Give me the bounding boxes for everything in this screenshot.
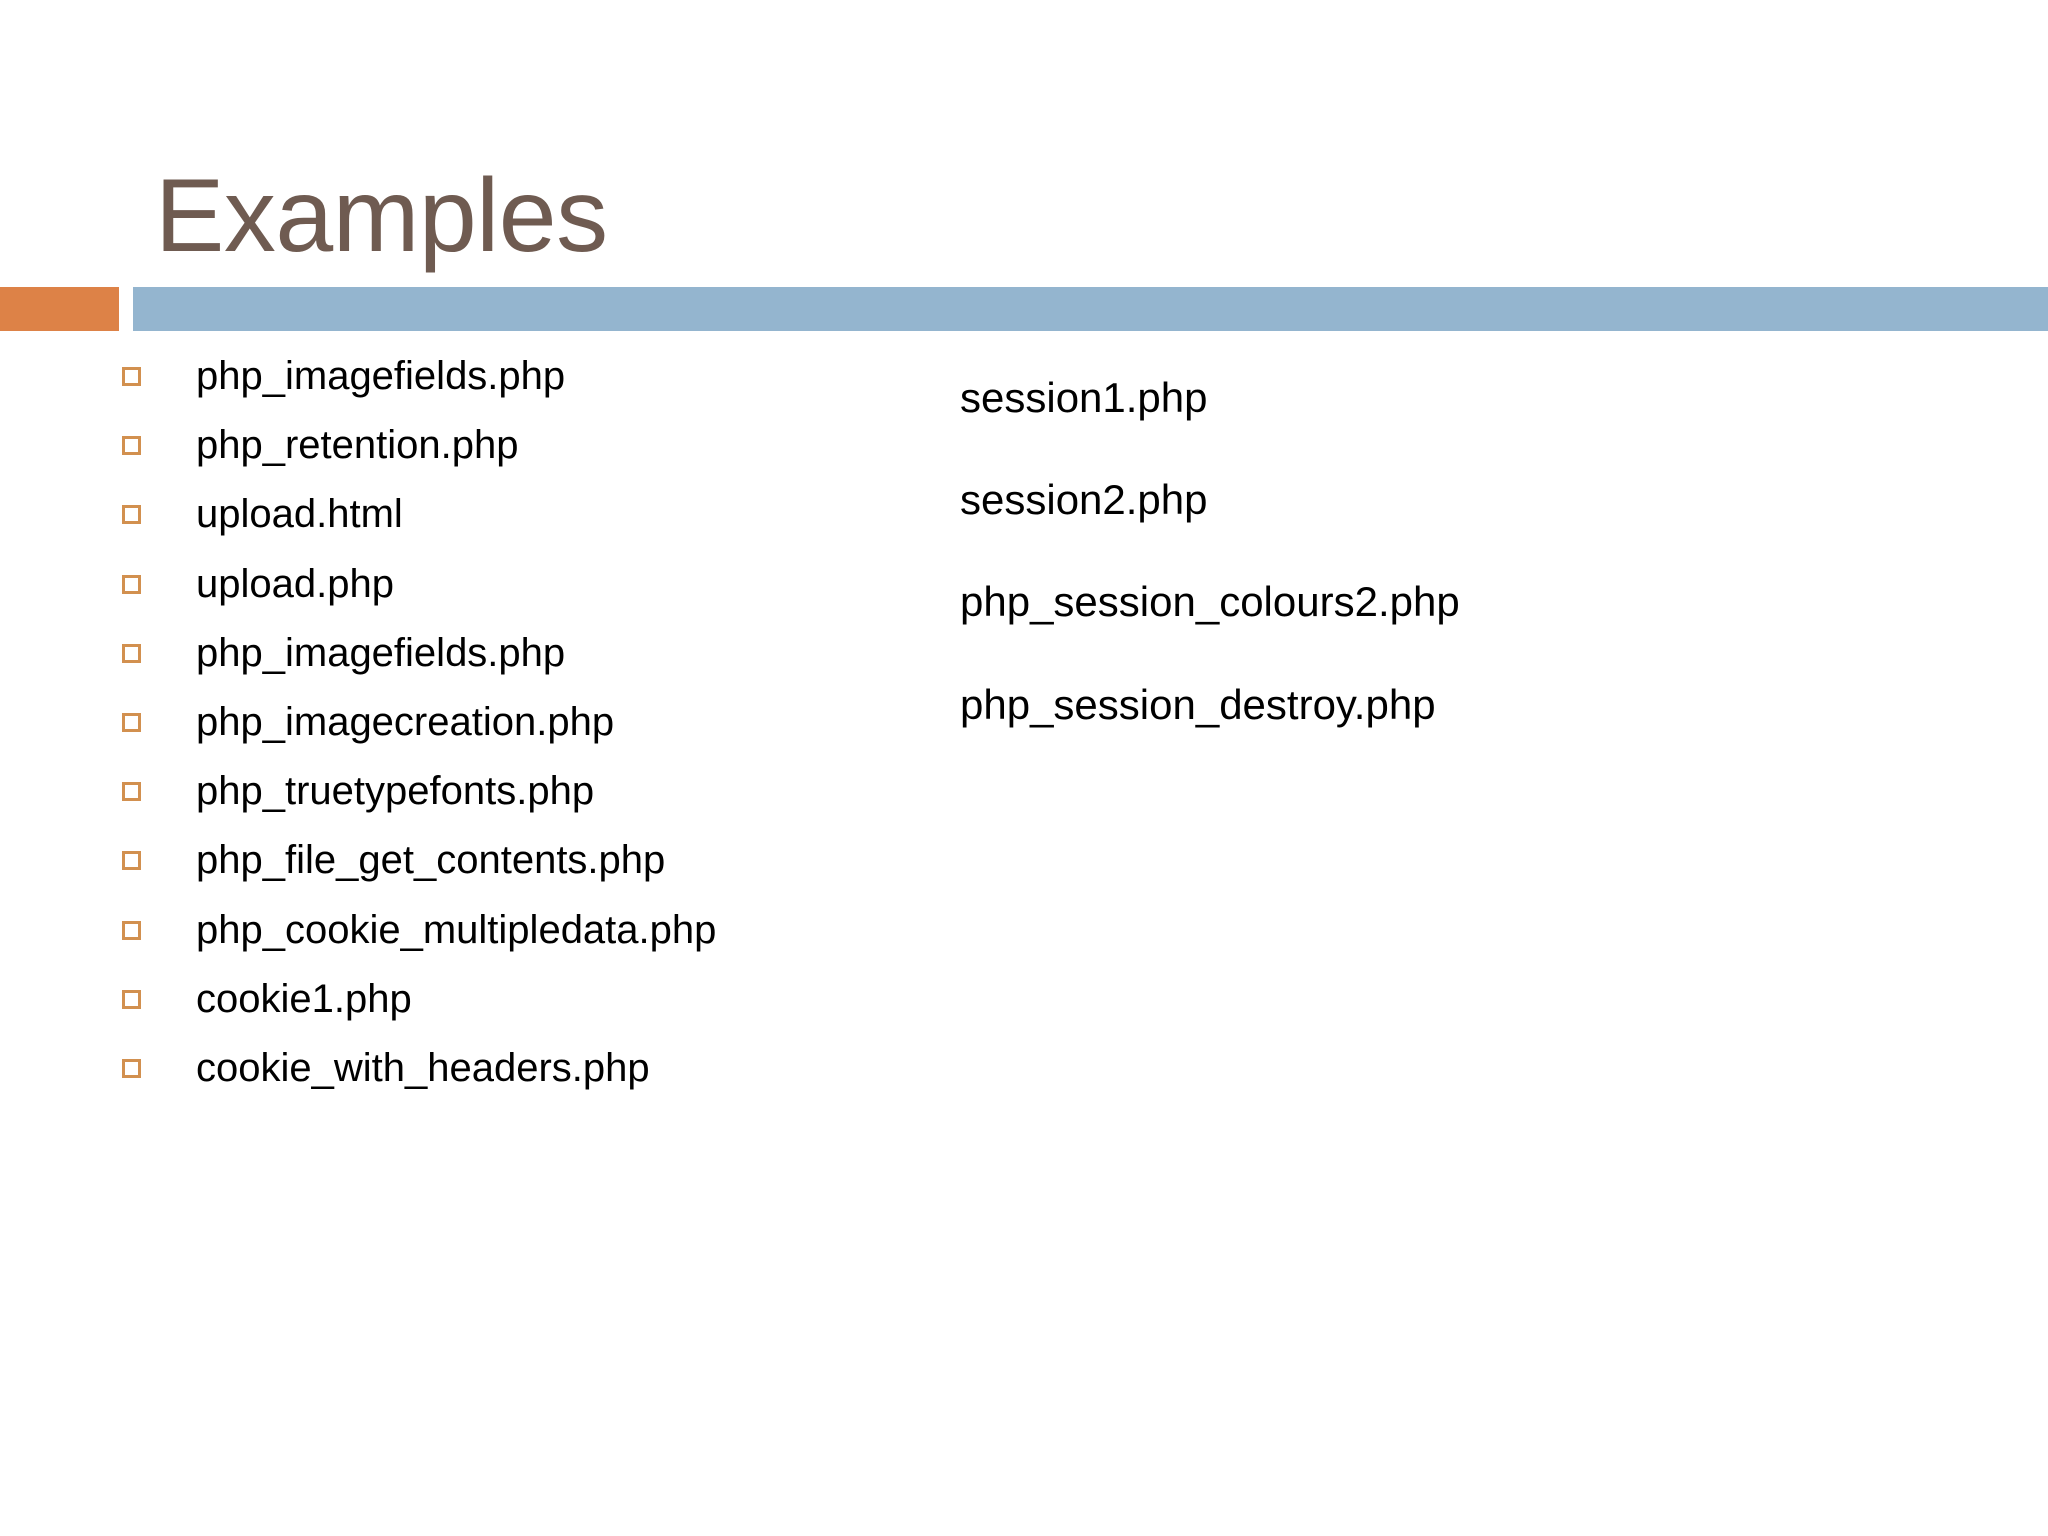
list-item: upload.php [118, 561, 768, 606]
list-item-label: php_cookie_multipledata.php [196, 907, 717, 952]
sessions-list: session1.php session2.php php_session_co… [960, 374, 1860, 728]
square-bullet-icon [122, 436, 141, 456]
list-item-label: cookie_with_headers.php [196, 1045, 650, 1090]
square-bullet-icon [122, 782, 141, 802]
list-item-label: php_retention.php [196, 423, 519, 468]
list-item: php_cookie_multipledata.php [118, 907, 768, 952]
list-item: php_session_destroy.php [960, 680, 1436, 728]
accent-bar-orange [0, 287, 119, 331]
list-item: php_session_colours2.php [960, 578, 1460, 626]
list-item-label: cookie1.php [196, 976, 412, 1021]
list-item: php_truetypefonts.php [118, 770, 768, 813]
page-title: Examples [155, 157, 608, 274]
list-item: upload.html [118, 493, 768, 536]
square-bullet-icon [122, 505, 141, 525]
square-bullet-icon [122, 920, 141, 940]
list-item-label: php_imagefields.php [196, 354, 566, 398]
list-item: cookie1.php [118, 976, 768, 1021]
list-item: php_imagecreation.php [118, 699, 768, 744]
square-bullet-icon [122, 643, 141, 663]
square-bullet-icon [122, 574, 141, 594]
slide-body: php_imagefields.php php_retention.php up… [0, 354, 2048, 1536]
square-bullet-icon [122, 851, 141, 871]
left-column: php_imagefields.php php_retention.php up… [118, 354, 768, 1116]
list-item-label: php_file_get_contents.php [196, 838, 666, 883]
square-bullet-icon [122, 989, 141, 1009]
right-column: session1.php session2.php php_session_co… [960, 374, 1860, 784]
list-item-label: php_imagecreation.php [196, 699, 615, 744]
list-item: php_retention.php [118, 424, 768, 467]
accent-bar-blue [133, 287, 2048, 331]
examples-bullet-list: php_imagefields.php php_retention.php up… [118, 354, 768, 1090]
square-bullet-icon [122, 367, 141, 386]
list-item: php_imagefields.php [118, 354, 768, 398]
list-item-label: php_truetypefonts.php [196, 769, 595, 814]
list-item: php_file_get_contents.php [118, 839, 768, 882]
square-bullet-icon [122, 1058, 141, 1078]
list-item-label: upload.php [196, 561, 394, 606]
list-item: session2.php [960, 476, 1208, 524]
list-item: session1.php [960, 374, 1208, 421]
list-item-label: php_imagefields.php [196, 630, 566, 675]
list-item-label: upload.html [196, 492, 403, 537]
square-bullet-icon [122, 712, 141, 732]
list-item: php_imagefields.php [118, 630, 768, 675]
list-item: cookie_with_headers.php [118, 1045, 768, 1090]
